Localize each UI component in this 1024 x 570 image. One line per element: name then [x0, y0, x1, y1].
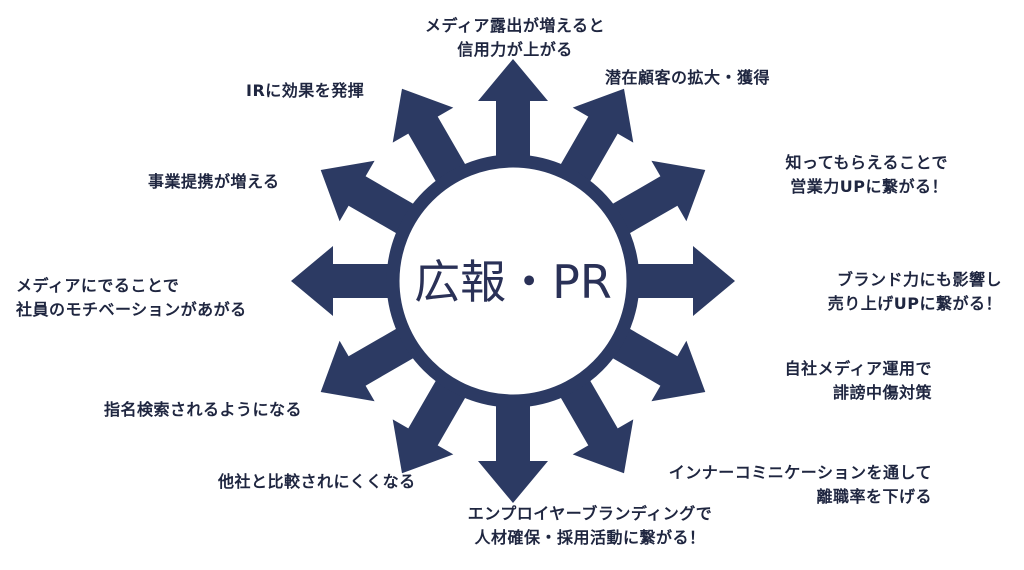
label-business-alliance: 事業提携が増える — [148, 170, 280, 194]
label-employer-branding-line-1: エンプロイヤーブランディングで — [467, 504, 713, 523]
label-comparison: 他社と比較されにくくなる — [218, 470, 416, 494]
label-potential-customers: 潜在顧客の拡大・獲得 — [605, 66, 770, 90]
label-inner-communication: インナーコミニケーションを通して 離職率を下げる — [669, 461, 932, 509]
arrow-employer-branding — [478, 376, 548, 503]
label-ir-effect-line-1: IRに効果を発揮 — [246, 81, 365, 100]
label-employer-branding-line-2: 人材確保・採用活動に繋がる！ — [474, 528, 706, 547]
label-employee-motivation-line-2: 社員のモチベーションがあがる — [16, 300, 247, 319]
label-sales-power: 知ってもらえることで 営業力UPに繋がる！ — [786, 151, 948, 199]
arrow-employee-motivation — [291, 246, 418, 316]
label-owned-media-line-2: 誹謗中傷対策 — [832, 383, 932, 402]
label-brand-power-line-1: ブランド力にも影響し — [836, 270, 1002, 289]
label-brand-power: ブランド力にも影響し 売り上げUPに繋がる！ — [828, 268, 1002, 316]
label-name-search: 指名検索されるようになる — [104, 398, 302, 422]
label-media-exposure-line-1: メディア露出が増えると — [425, 16, 605, 35]
label-owned-media: 自社メディア運用で 誹謗中傷対策 — [785, 357, 932, 405]
label-owned-media-line-1: 自社メディア運用で — [784, 359, 932, 378]
label-sales-power-line-2: 営業力UPに繋がる！ — [790, 177, 948, 196]
label-potential-customers-line-1: 潜在顧客の拡大・獲得 — [605, 68, 771, 87]
label-inner-communication-line-2: 離職率を下げる — [816, 487, 932, 506]
label-name-search-line-1: 指名検索されるようになる — [104, 400, 303, 419]
arrow-media-exposure — [478, 59, 548, 186]
arrow-brand-power — [608, 246, 735, 316]
label-sales-power-line-1: 知ってもらえることで — [785, 153, 948, 172]
label-business-alliance-line-1: 事業提携が増える — [148, 172, 280, 191]
label-ir-effect: IRに効果を発揮 — [246, 79, 364, 103]
hub-circle — [386, 154, 640, 408]
label-employer-branding: エンプロイヤーブランディングで 人材確保・採用活動に繋がる！ — [440, 502, 740, 550]
label-media-exposure-line-2: 信用力が上がる — [457, 40, 573, 59]
label-employee-motivation-line-1: メディアにでることで — [16, 276, 180, 295]
label-employee-motivation: メディアにでることで 社員のモチベーションがあがる — [16, 274, 247, 322]
hub-title: 広報・PR — [414, 255, 612, 309]
label-brand-power-line-2: 売り上げUPに繋がる！ — [827, 294, 1002, 313]
label-media-exposure: メディア露出が増えると 信用力が上がる — [420, 14, 610, 62]
label-inner-communication-line-1: インナーコミニケーションを通して — [668, 463, 932, 482]
label-comparison-line-1: 他社と比較されにくくなる — [218, 472, 416, 491]
